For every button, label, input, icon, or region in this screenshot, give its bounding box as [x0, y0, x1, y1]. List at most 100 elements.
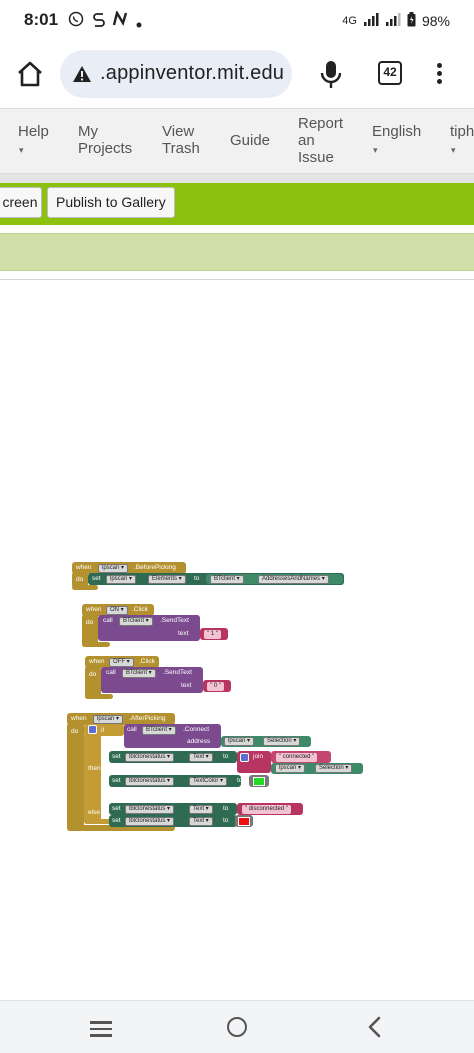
text-value[interactable]: " 0 " [207, 681, 224, 691]
event-name: .Click [139, 658, 155, 665]
event-block-before-picking[interactable]: when lpscan ▾ .BeforePicking do set lpsc… [72, 562, 344, 590]
divider [0, 174, 474, 183]
battery-percent: 98% [421, 13, 450, 29]
divider [0, 225, 474, 233]
call-label: call [106, 669, 116, 676]
n-app-icon [112, 9, 128, 30]
mic-icon[interactable] [320, 58, 342, 90]
divider [0, 279, 474, 280]
warning-icon[interactable] [72, 64, 92, 84]
property-dropdown[interactable]: Text ▾ [189, 752, 213, 762]
home-icon[interactable] [14, 58, 46, 90]
join-label: join [253, 753, 264, 760]
component-dropdown[interactable]: BTclient ▾ [142, 725, 176, 735]
component-dropdown[interactable]: lpscan ▾ [275, 764, 306, 773]
status-time: 8:01 [24, 10, 59, 29]
event-name: .BeforePicking [134, 564, 176, 571]
component-dropdown[interactable]: BTclient ▾ [210, 574, 244, 584]
top-nav-menu: Help ▾ My Projects View Trash Guide Repo… [0, 108, 474, 174]
call-label: call [103, 617, 113, 624]
more-vert-icon[interactable] [432, 60, 446, 88]
do-label: do [71, 728, 79, 735]
address-arg-label: address [187, 738, 211, 745]
mutator-gear-icon[interactable] [240, 752, 249, 762]
recent-apps-icon[interactable] [90, 1021, 112, 1037]
text-value[interactable]: " connected " [276, 752, 318, 762]
url-text[interactable]: .appinventor.mit.edu [100, 62, 285, 84]
component-dropdown[interactable]: ON ▾ [106, 605, 128, 615]
publish-to-gallery-button[interactable]: Publish to Gallery [47, 187, 175, 218]
property-dropdown[interactable]: Selection ▾ [315, 764, 353, 773]
component-dropdown[interactable]: BTclient ▾ [119, 616, 153, 626]
when-label: when [86, 606, 102, 613]
property-dropdown[interactable]: Text ▾ [189, 816, 213, 826]
signal-icon-2 [385, 13, 401, 29]
call-label: call [127, 726, 137, 733]
component-dropdown[interactable]: lpscan ▾ [106, 574, 137, 584]
nav-help[interactable]: Help [18, 123, 49, 140]
text-arg-label: text [181, 682, 192, 689]
status-bar: 8:01 4G 98% [0, 0, 474, 40]
nav-english[interactable]: English [372, 123, 422, 140]
nav-guide[interactable]: Guide [230, 132, 271, 149]
screen-button[interactable]: creen [0, 187, 42, 218]
component-dropdown[interactable]: lpscan ▾ [93, 714, 124, 724]
event-block-on-click[interactable]: when ON ▾ .Click do call BTclient ▾ .Sen… [82, 604, 232, 648]
chevron-down-icon: ▾ [19, 145, 24, 155]
component-dropdown[interactable]: lblclonestatus ▾ [125, 804, 175, 814]
text-value[interactable]: " disconnected " [242, 804, 291, 814]
component-dropdown[interactable]: OFF ▾ [109, 657, 134, 667]
component-dropdown[interactable]: BTclient ▾ [122, 668, 156, 678]
when-label: when [71, 715, 87, 722]
do-label: do [76, 576, 84, 583]
text-arg-label: text [178, 630, 189, 637]
home-circle-icon[interactable] [227, 1017, 247, 1037]
nav-user[interactable]: tiph [450, 123, 474, 140]
mutator-gear-icon[interactable] [88, 725, 97, 734]
nav-report-issue[interactable]: Report an Issue [298, 115, 344, 166]
else-label: else [88, 809, 100, 816]
when-label: when [89, 658, 105, 665]
event-name: .AfterPicking [129, 715, 166, 722]
color-swatch-red[interactable] [238, 816, 250, 826]
method-name: .SendText [160, 617, 189, 624]
do-label: do [89, 671, 97, 678]
nav-view-trash[interactable]: View Trash [162, 123, 200, 157]
set-label: set [112, 777, 121, 784]
back-icon[interactable] [364, 1015, 386, 1039]
component-dropdown[interactable]: lblclonestatus ▾ [125, 776, 175, 786]
property-dropdown[interactable]: TextColor ▾ [189, 776, 228, 786]
to-label: to [223, 817, 229, 824]
nav-my-projects[interactable]: My Projects [78, 123, 133, 157]
component-dropdown[interactable]: lblclonestatus ▾ [125, 816, 175, 826]
component-dropdown[interactable]: lpscan ▾ [98, 563, 129, 573]
component-dropdown[interactable]: lpscan ▾ [224, 737, 255, 746]
signal-icon [363, 13, 379, 29]
color-swatch-green[interactable] [253, 776, 265, 786]
whatsapp-icon [68, 11, 84, 30]
set-label: set [92, 575, 101, 582]
text-value[interactable]: " 1 " [204, 629, 221, 639]
property-dropdown[interactable]: Text ▾ [189, 804, 213, 814]
event-name: .Click [132, 606, 148, 613]
property-dropdown[interactable]: Selection ▾ [263, 737, 301, 746]
to-label: to [223, 805, 229, 812]
blocks-workspace[interactable]: when lpscan ▾ .BeforePicking do set lpsc… [0, 280, 474, 1000]
property-dropdown[interactable]: AddressesAndNames ▾ [258, 574, 329, 584]
event-block-after-picking[interactable]: when lpscan ▾ .AfterPicking do if then e… [67, 713, 367, 833]
chevron-down-icon: ▾ [451, 145, 456, 155]
property-dropdown[interactable]: Elements ▾ [148, 574, 186, 584]
event-block-off-click[interactable]: when OFF ▾ .Click do call BTclient ▾ .Se… [85, 656, 235, 700]
tabs-icon[interactable]: 42 [378, 61, 402, 85]
method-name: .Connect [183, 726, 210, 733]
s-app-icon [92, 11, 106, 30]
when-label: when [76, 564, 92, 571]
component-dropdown[interactable]: lblclonestatus ▾ [125, 752, 175, 762]
set-label: set [112, 817, 121, 824]
toolbar-secondary-band [0, 233, 474, 271]
network-type: 4G [342, 15, 357, 27]
chevron-down-icon: ▾ [373, 145, 378, 155]
address-bar[interactable]: .appinventor.mit.edu [60, 50, 292, 98]
browser-toolbar: .appinventor.mit.edu 42 [0, 40, 474, 108]
